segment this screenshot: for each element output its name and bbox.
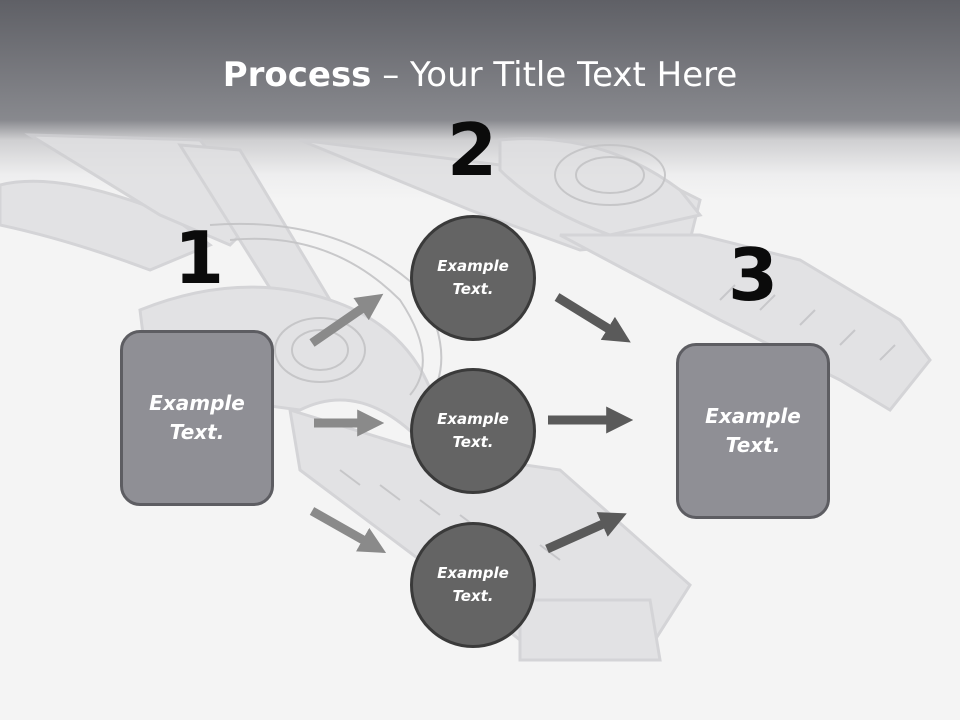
step-number-2: 2 (446, 108, 498, 192)
step-1-box: Example Text. (120, 330, 274, 506)
step-2-text-bottom: Example Text. (437, 564, 509, 605)
title-rest: – Your Title Text Here (371, 55, 738, 95)
step-2-text-top: Example Text. (437, 257, 509, 298)
arrow-1-to-bottom (309, 507, 387, 553)
step-number-1: 1 (173, 216, 225, 300)
arrow-bottom-to-3 (545, 512, 627, 554)
arrow-1-to-top (309, 293, 384, 347)
step-number-3: 3 (727, 233, 779, 317)
title-bold: Process (222, 55, 372, 95)
slide-title: Process – Your Title Text Here (0, 52, 960, 98)
arrow-top-to-3 (554, 293, 631, 343)
step-3-box: Example Text. (676, 343, 830, 519)
step-1-text: Example Text. (149, 391, 245, 444)
step-2-circle-bottom: Example Text. (410, 522, 536, 648)
step-2-text-middle: Example Text. (437, 410, 509, 451)
step-2-circle-top: Example Text. (410, 215, 536, 341)
step-2-circle-middle: Example Text. (410, 368, 536, 494)
step-3-text: Example Text. (705, 404, 801, 457)
